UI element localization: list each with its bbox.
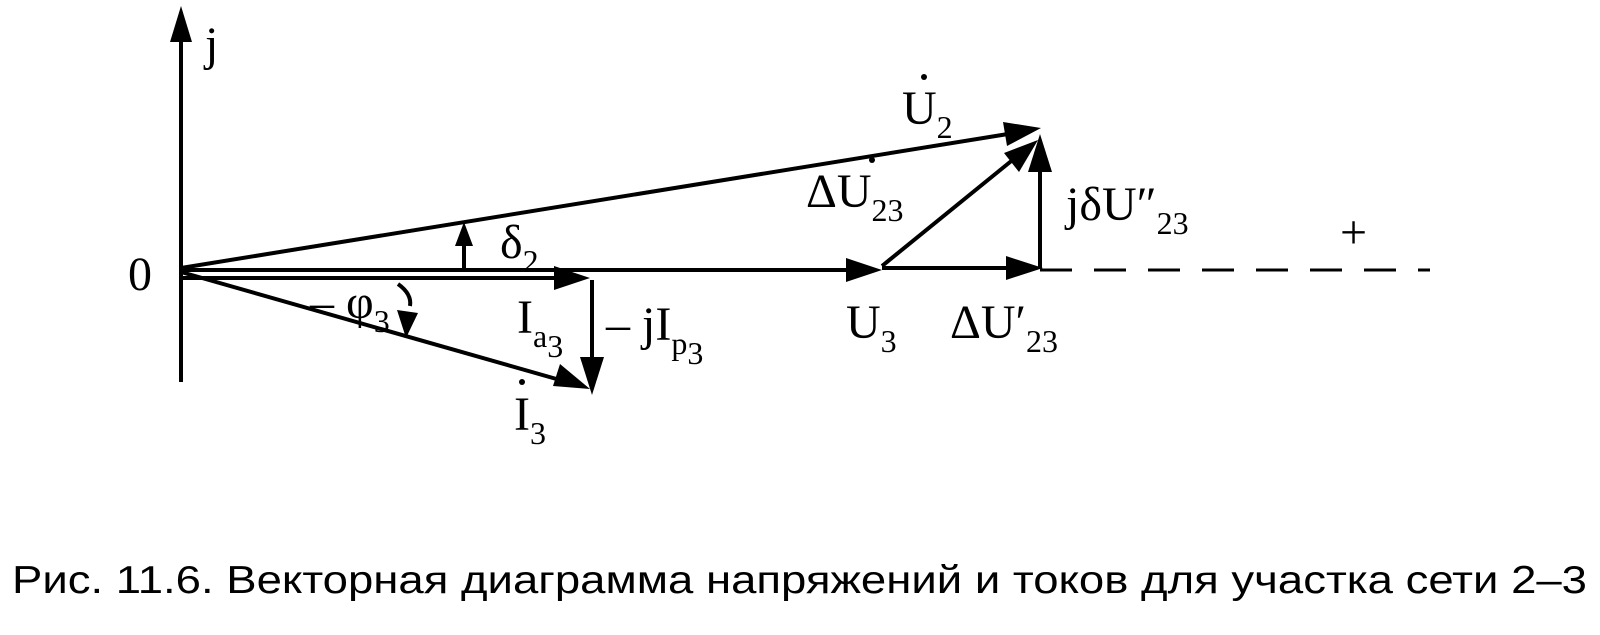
vector-dU23 bbox=[880, 156, 1017, 268]
U2-label: U2 bbox=[902, 82, 953, 145]
vector-U2 bbox=[180, 132, 1009, 270]
figure-caption: Рис. 11.6. Векторная диаграмма напряжени… bbox=[12, 559, 1587, 602]
I3-label: I3 bbox=[514, 388, 546, 451]
phi3-arc bbox=[396, 282, 413, 307]
vector-U3-arrow-icon bbox=[846, 258, 882, 282]
dU23-dot-icon bbox=[869, 157, 875, 163]
Ia3-label: Ia3 bbox=[517, 291, 563, 364]
phi3-arrow-icon bbox=[397, 310, 418, 338]
dU-prime-label: ΔU′23 bbox=[950, 296, 1058, 359]
delta2-arrow-icon bbox=[455, 222, 473, 246]
delta2-label: δ2 bbox=[500, 216, 539, 279]
I3-dot-icon bbox=[519, 379, 525, 385]
dU23-label: ΔU23 bbox=[806, 165, 904, 228]
j-axis-label: j bbox=[203, 18, 218, 71]
phi3-label: – φ3 bbox=[309, 276, 390, 339]
jdU-double-label: jδU″23 bbox=[1064, 178, 1189, 241]
vector-Ia3-arrow-icon bbox=[554, 266, 590, 290]
U2-dot-icon bbox=[921, 74, 927, 80]
vector-I3 bbox=[180, 270, 561, 382]
vector-dU-prime-arrow-icon bbox=[1006, 256, 1043, 280]
j-axis-arrow-icon bbox=[170, 6, 192, 42]
U3-label: U3 bbox=[846, 296, 897, 359]
plus-label: + bbox=[1340, 206, 1367, 259]
vector-jdU-arrow-icon bbox=[1028, 134, 1052, 172]
jIp3-label: – jIp3 bbox=[605, 298, 703, 371]
origin-label: 0 bbox=[128, 248, 152, 301]
vector-U2-arrow-icon bbox=[1003, 122, 1041, 146]
vector-jIp3-arrow-icon bbox=[580, 357, 604, 395]
vector-dU23-arrow-icon bbox=[1004, 140, 1038, 172]
vector-I3-arrow-icon bbox=[553, 364, 590, 389]
